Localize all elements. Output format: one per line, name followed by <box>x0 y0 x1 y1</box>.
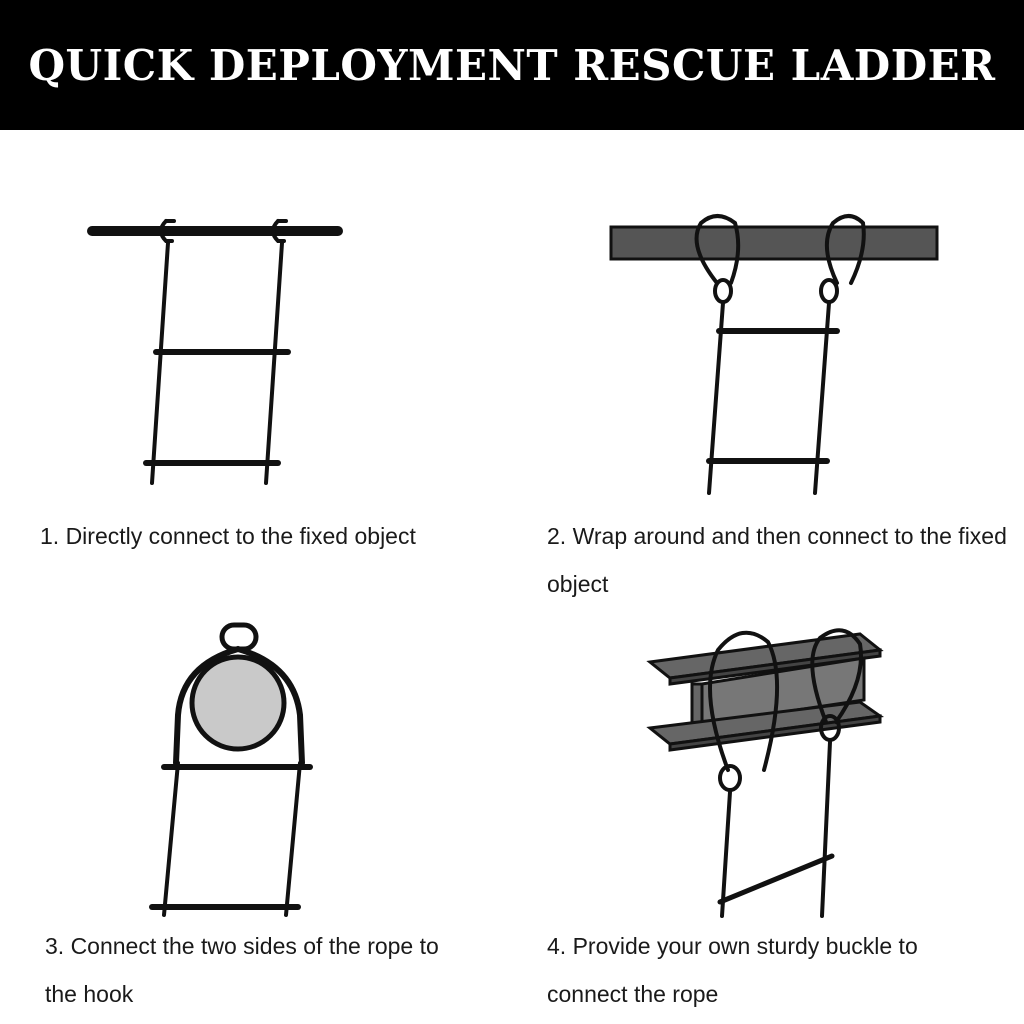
step-4-caption: 4. Provide your own sturdy buckle to con… <box>547 933 918 1007</box>
left-rope <box>150 241 170 485</box>
left-wrap-loop <box>694 214 741 285</box>
step-2-illustration <box>609 214 939 495</box>
step-1-caption: 1. Directly connect to the fixed object <box>40 523 416 549</box>
right-rope <box>264 241 284 485</box>
title-banner: QUICK DEPLOYMENT RESCUE LADDER <box>0 0 1024 130</box>
left-buckle-loop <box>708 630 780 772</box>
i-beam <box>646 632 885 752</box>
right-buckle <box>271 219 288 243</box>
hook-plate-outline <box>173 645 305 766</box>
page-title: QUICK DEPLOYMENT RESCUE LADDER <box>28 40 996 90</box>
left-rope <box>162 761 180 917</box>
ladder-rung <box>717 853 835 905</box>
right-rope <box>284 761 302 917</box>
left-buckle <box>159 219 176 243</box>
fixed-beam <box>609 225 939 261</box>
right-buckle-loop <box>810 628 863 724</box>
step-1-illustration <box>87 219 343 485</box>
step-2-caption: 2. Wrap around and then connect to the f… <box>547 523 1007 597</box>
left-buckle <box>713 278 733 304</box>
step-4-illustration <box>646 628 885 918</box>
hook-eye <box>219 622 259 652</box>
step-3-caption: 3. Connect the two sides of the rope to … <box>45 933 439 1007</box>
left-buckle <box>718 764 742 792</box>
right-wrap-loop <box>824 214 866 285</box>
right-buckle <box>819 714 841 742</box>
left-rope <box>720 790 732 918</box>
step-3-illustration <box>149 622 313 917</box>
hook-disc <box>189 654 287 752</box>
right-rope <box>820 740 832 918</box>
right-buckle <box>819 278 839 304</box>
